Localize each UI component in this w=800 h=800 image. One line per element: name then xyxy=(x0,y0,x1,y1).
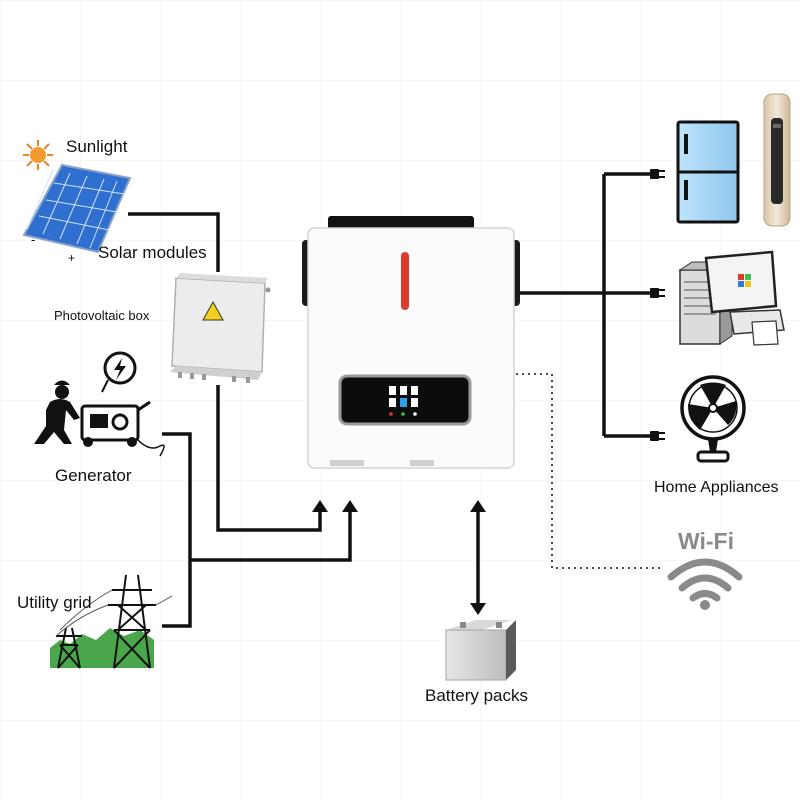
home-appliances-label: Home Appliances xyxy=(654,479,779,496)
panel-negative-sign: - xyxy=(31,232,35,247)
utility-grid-label: Utility grid xyxy=(17,593,92,612)
connection-lines xyxy=(128,172,650,628)
photovoltaic-box-icon: ⚡ xyxy=(170,273,271,383)
wifi-dotted-line xyxy=(516,373,660,569)
sun-icon xyxy=(23,140,53,170)
inverter-icon xyxy=(302,216,520,469)
battery-up-arrowhead xyxy=(470,500,486,512)
fridge-icon xyxy=(676,120,740,224)
plug-icon xyxy=(650,288,665,298)
panel-positive-sign: + xyxy=(68,251,75,265)
battery-packs-label: Battery packs xyxy=(425,686,528,705)
generator-label: Generator xyxy=(55,466,132,485)
wifi-icon xyxy=(667,558,743,602)
plug-icon xyxy=(650,431,665,441)
pvbox-to-inverter-line xyxy=(216,385,322,532)
utility-grid-icon xyxy=(50,574,173,669)
plug-icons xyxy=(650,169,665,441)
solar-panel-icon xyxy=(22,163,132,254)
photovoltaic-box-label: Photovoltaic box xyxy=(54,308,150,323)
plug-icon xyxy=(650,169,665,179)
generator-icon xyxy=(34,351,165,457)
wifi-dot xyxy=(700,600,710,610)
solar-modules-label: Solar modules xyxy=(98,243,207,262)
grid-input-arrowhead xyxy=(342,500,358,512)
tower-fan-icon xyxy=(763,93,791,227)
pv-input-arrowhead xyxy=(312,500,328,512)
svg-text:⚡: ⚡ xyxy=(207,308,219,321)
arrow-heads xyxy=(312,500,486,615)
generator-grid-bus-line xyxy=(162,432,192,628)
battery-pack-icon xyxy=(445,620,516,681)
battery-down-arrowhead xyxy=(470,603,486,615)
wifi-label: Wi-Fi xyxy=(678,528,734,554)
sunlight-label: Sunlight xyxy=(66,137,128,156)
desk-fan-icon xyxy=(680,375,746,463)
solar-to-pvbox-line xyxy=(128,212,220,272)
computer-icon xyxy=(678,250,785,346)
bus-to-inverter-line xyxy=(190,510,352,562)
